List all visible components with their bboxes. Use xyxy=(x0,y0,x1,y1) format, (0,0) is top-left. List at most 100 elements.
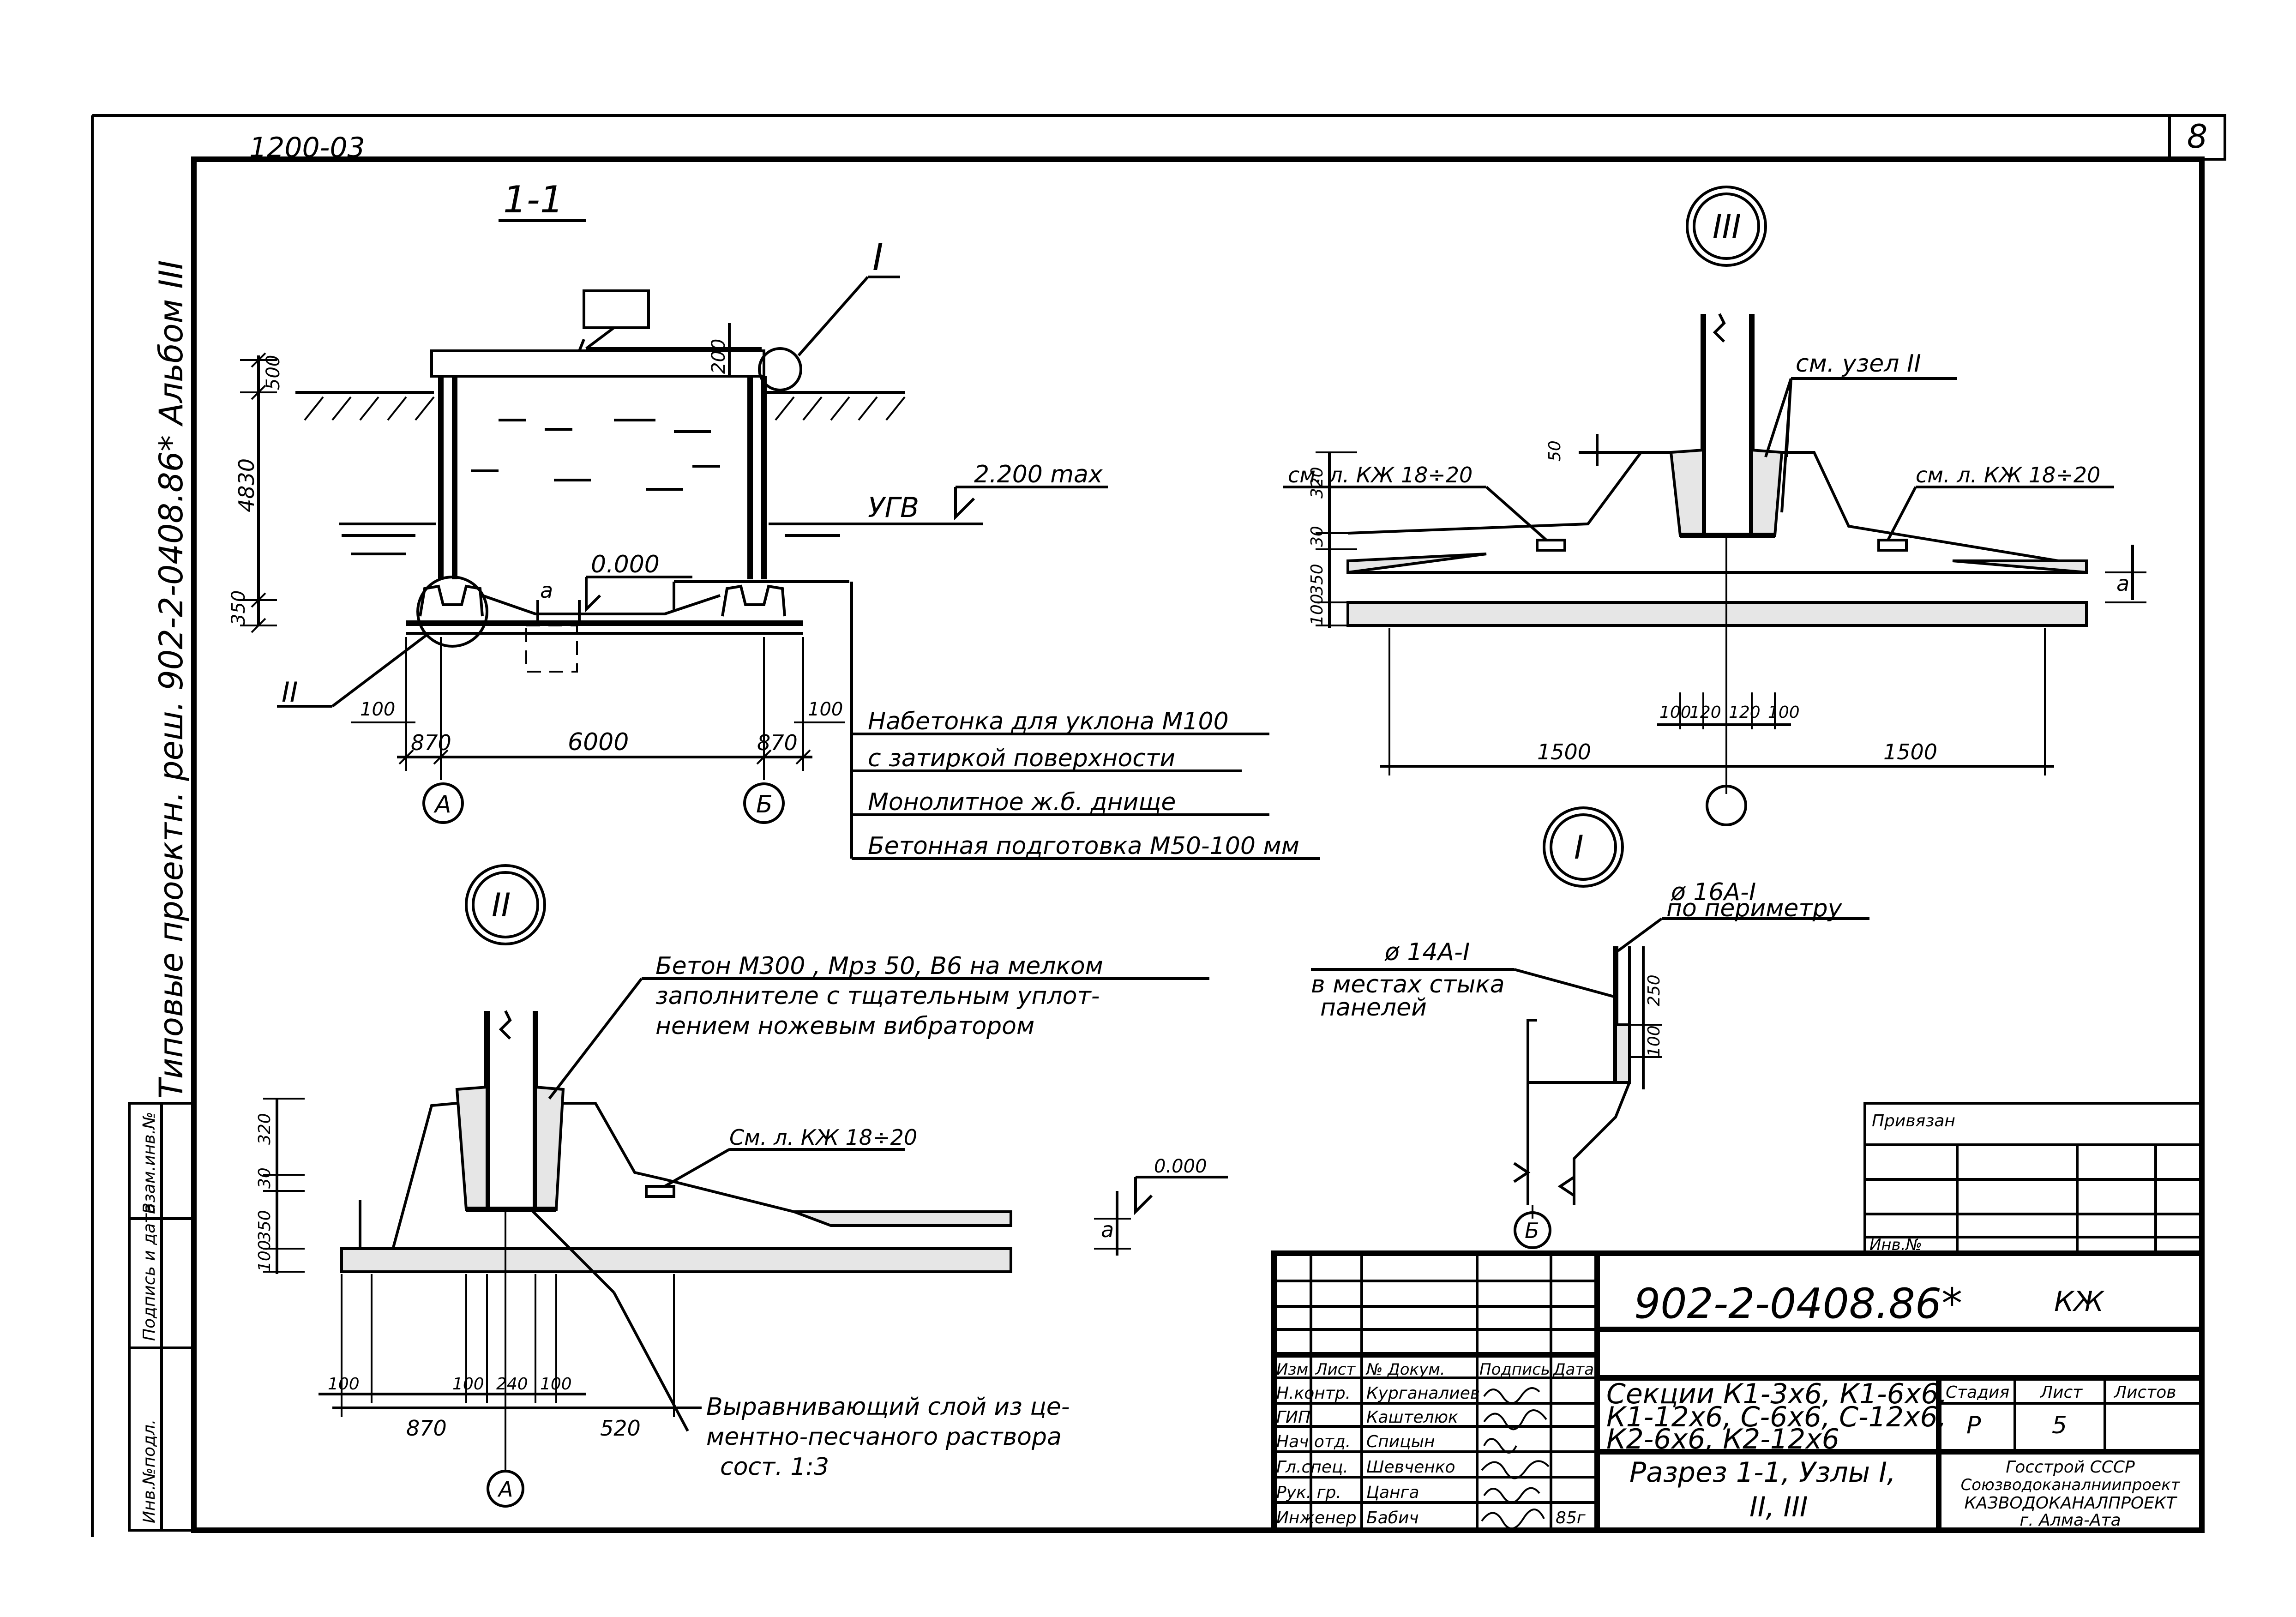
title-col-doc: № Докум. xyxy=(1365,1360,1445,1379)
staff-role-2: ГИП xyxy=(1276,1408,1310,1427)
node-ii-zero-level: 0.000 xyxy=(1154,1156,1207,1177)
node-i-rebar-14-note-1: в местах стыка xyxy=(1311,971,1505,998)
side-stamp-cell-replace: Взам.инв.№ xyxy=(140,1112,159,1214)
layer-2: с затиркой поверхности xyxy=(868,745,1175,772)
dim-100-right: 100 xyxy=(808,699,843,720)
dim-6000: 6000 xyxy=(568,728,629,756)
staff-name-5: Цанга xyxy=(1366,1483,1419,1502)
node-iii-dim-30: 30 xyxy=(1308,526,1327,547)
title-col-date: Дата xyxy=(1552,1360,1594,1379)
node-iii-see-sheet-right: см. л. КЖ 18÷20 xyxy=(1916,463,2100,487)
node-ii-dim-30: 30 xyxy=(255,1167,274,1189)
org-line-1: Госстрой СССР xyxy=(2006,1458,2135,1477)
side-stamp xyxy=(128,1102,195,1532)
title-stage-label: Стадия xyxy=(1946,1383,2009,1402)
title-date: 85г xyxy=(1556,1509,1586,1527)
node-i-label: I xyxy=(1574,829,1584,866)
layer-3: Монолитное ж.б. днище xyxy=(868,788,1176,816)
node-ii-dim-bottom-3: 240 xyxy=(496,1375,528,1394)
node-i-rebar-16: ø 16А-I xyxy=(1671,878,1756,906)
node-iii-dim-100: 100 xyxy=(1308,594,1327,625)
node-ii-dim-520: 520 xyxy=(600,1416,641,1441)
title-sheet-label: Лист xyxy=(2039,1383,2083,1402)
layer-4: Бетонная подготовка М50-100 мм xyxy=(868,832,1299,860)
node-ii-concrete-note-2: заполнителе с тщательным уплот- xyxy=(655,982,1100,1010)
staff-role-5: Рук. гр. xyxy=(1276,1483,1341,1502)
archive-number: 1200-03 xyxy=(249,132,365,164)
sheet-number: 8 xyxy=(2187,118,2208,156)
org-line-4: г. Алма-Ата xyxy=(2020,1511,2121,1530)
section-node-i-label: I xyxy=(872,236,884,279)
node-iii-dim-a: a xyxy=(2116,571,2129,596)
node-iii xyxy=(1283,186,2146,826)
dim-a: a xyxy=(540,578,553,603)
node-iii-dim-bottom-4: 100 xyxy=(1768,703,1800,722)
section-node-ii-label: II xyxy=(282,676,298,709)
side-stamp-cell-sign: Подпись и дата xyxy=(140,1203,159,1341)
node-ii-levelling-3: сост. 1:3 xyxy=(720,1453,829,1481)
staff-name-1: Курганалиев xyxy=(1366,1384,1480,1403)
node-iii-dim-320: 320 xyxy=(1308,467,1327,499)
node-ii-dim-bottom-1: 100 xyxy=(328,1375,360,1394)
title-block xyxy=(1271,1250,2205,1533)
node-ii-levelling-2: ментно-песчаного раствора xyxy=(706,1423,1062,1451)
dim-100-left: 100 xyxy=(360,699,395,720)
node-ii xyxy=(263,864,1228,1508)
node-iii-dim-1500-left: 1500 xyxy=(1537,739,1591,764)
node-i-axis: Б xyxy=(1525,1218,1539,1243)
staff-role-6: Инженер xyxy=(1276,1509,1357,1527)
node-ii-levelling-1: Выравнивающий слой из це- xyxy=(706,1393,1070,1421)
node-i-rebar-16-note: по периметру xyxy=(1666,895,1843,922)
org-line-3: КАЗВОДОКАНАЛПРОЕКТ xyxy=(1964,1494,2177,1513)
section-1-1 xyxy=(240,219,1320,860)
title-mark: КЖ xyxy=(2054,1286,2105,1318)
title-sections-1: Секции К1-3х6, К1-6х6, xyxy=(1606,1378,1947,1410)
title-col-sign: Подпись xyxy=(1479,1360,1550,1379)
node-ii-dim-100: 100 xyxy=(255,1240,274,1272)
node-iii-see-sheet-left: см. л. КЖ 18÷20 xyxy=(1288,463,1473,487)
title-doc-code: 902-2-0408.86* xyxy=(1634,1280,1962,1328)
title-stage: Р xyxy=(1966,1412,1981,1439)
node-iii-dim-bottom-3: 120 xyxy=(1729,703,1761,722)
zero-level: 0.000 xyxy=(591,551,660,578)
node-ii-dim-350: 350 xyxy=(255,1210,274,1242)
node-iii-dim-50: 50 xyxy=(1545,440,1564,462)
title-sheet: 5 xyxy=(2052,1412,2067,1439)
node-iii-see-node: см. узел II xyxy=(1796,350,1921,378)
node-ii-concrete-note-1: Бетон М300 , Мрз 50, В6 на мелком xyxy=(655,952,1103,980)
staff-role-4: Гл.спец. xyxy=(1276,1458,1348,1477)
dim-870-left: 870 xyxy=(411,730,451,755)
sheet-frame xyxy=(91,114,2226,1537)
staff-name-3: Спицын xyxy=(1366,1432,1435,1451)
signatures xyxy=(1481,1387,1550,1530)
layer-1: Набетонка для уклона М100 xyxy=(868,708,1229,735)
ugv-label: УГВ xyxy=(868,492,919,524)
node-i-rebar-14-note-2: панелей xyxy=(1320,994,1427,1022)
vertical-title: Типовые проектн. реш. 902-2-0408.86* Аль… xyxy=(152,260,190,1099)
staff-role-3: Нач.отд. xyxy=(1276,1432,1351,1451)
node-i-rebar-14: ø 14А-I xyxy=(1384,938,1470,966)
staff-name-2: Каштелюк xyxy=(1366,1408,1458,1427)
title-col-list: Лист xyxy=(1315,1360,1356,1379)
title-sheets-label: Листов xyxy=(2113,1383,2176,1402)
node-ii-dim-bottom-4: 100 xyxy=(540,1375,572,1394)
dim-870-right: 870 xyxy=(757,730,798,755)
section-1-1-title: 1-1 xyxy=(503,178,564,221)
title-col-izm: Изм xyxy=(1276,1360,1308,1379)
node-ii-dim-a: a xyxy=(1101,1217,1114,1242)
node-iii-dim-350: 350 xyxy=(1308,564,1327,595)
dim-200: 200 xyxy=(708,339,729,374)
staff-role-1: Н.контр. xyxy=(1276,1384,1351,1403)
node-ii-axis: А xyxy=(497,1477,513,1502)
node-iii-dim-bottom-1: 100 xyxy=(1659,703,1691,722)
node-ii-dim-870: 870 xyxy=(406,1416,447,1441)
node-i-dim-250: 250 xyxy=(1645,974,1664,1006)
dim-350: 350 xyxy=(228,590,249,625)
title-drawing-2: II, III xyxy=(1749,1491,1808,1523)
title-sections-3: К2-6х6, К2-12х6 xyxy=(1606,1423,1839,1455)
node-i xyxy=(1311,806,1869,1249)
title-sections-2: К1-12х6, С-6х6, С-12х6, xyxy=(1606,1401,1947,1433)
title-drawing-1: Разрез 1-1, Узлы I, xyxy=(1629,1456,1896,1489)
staff-name-6: Бабич xyxy=(1366,1509,1419,1527)
